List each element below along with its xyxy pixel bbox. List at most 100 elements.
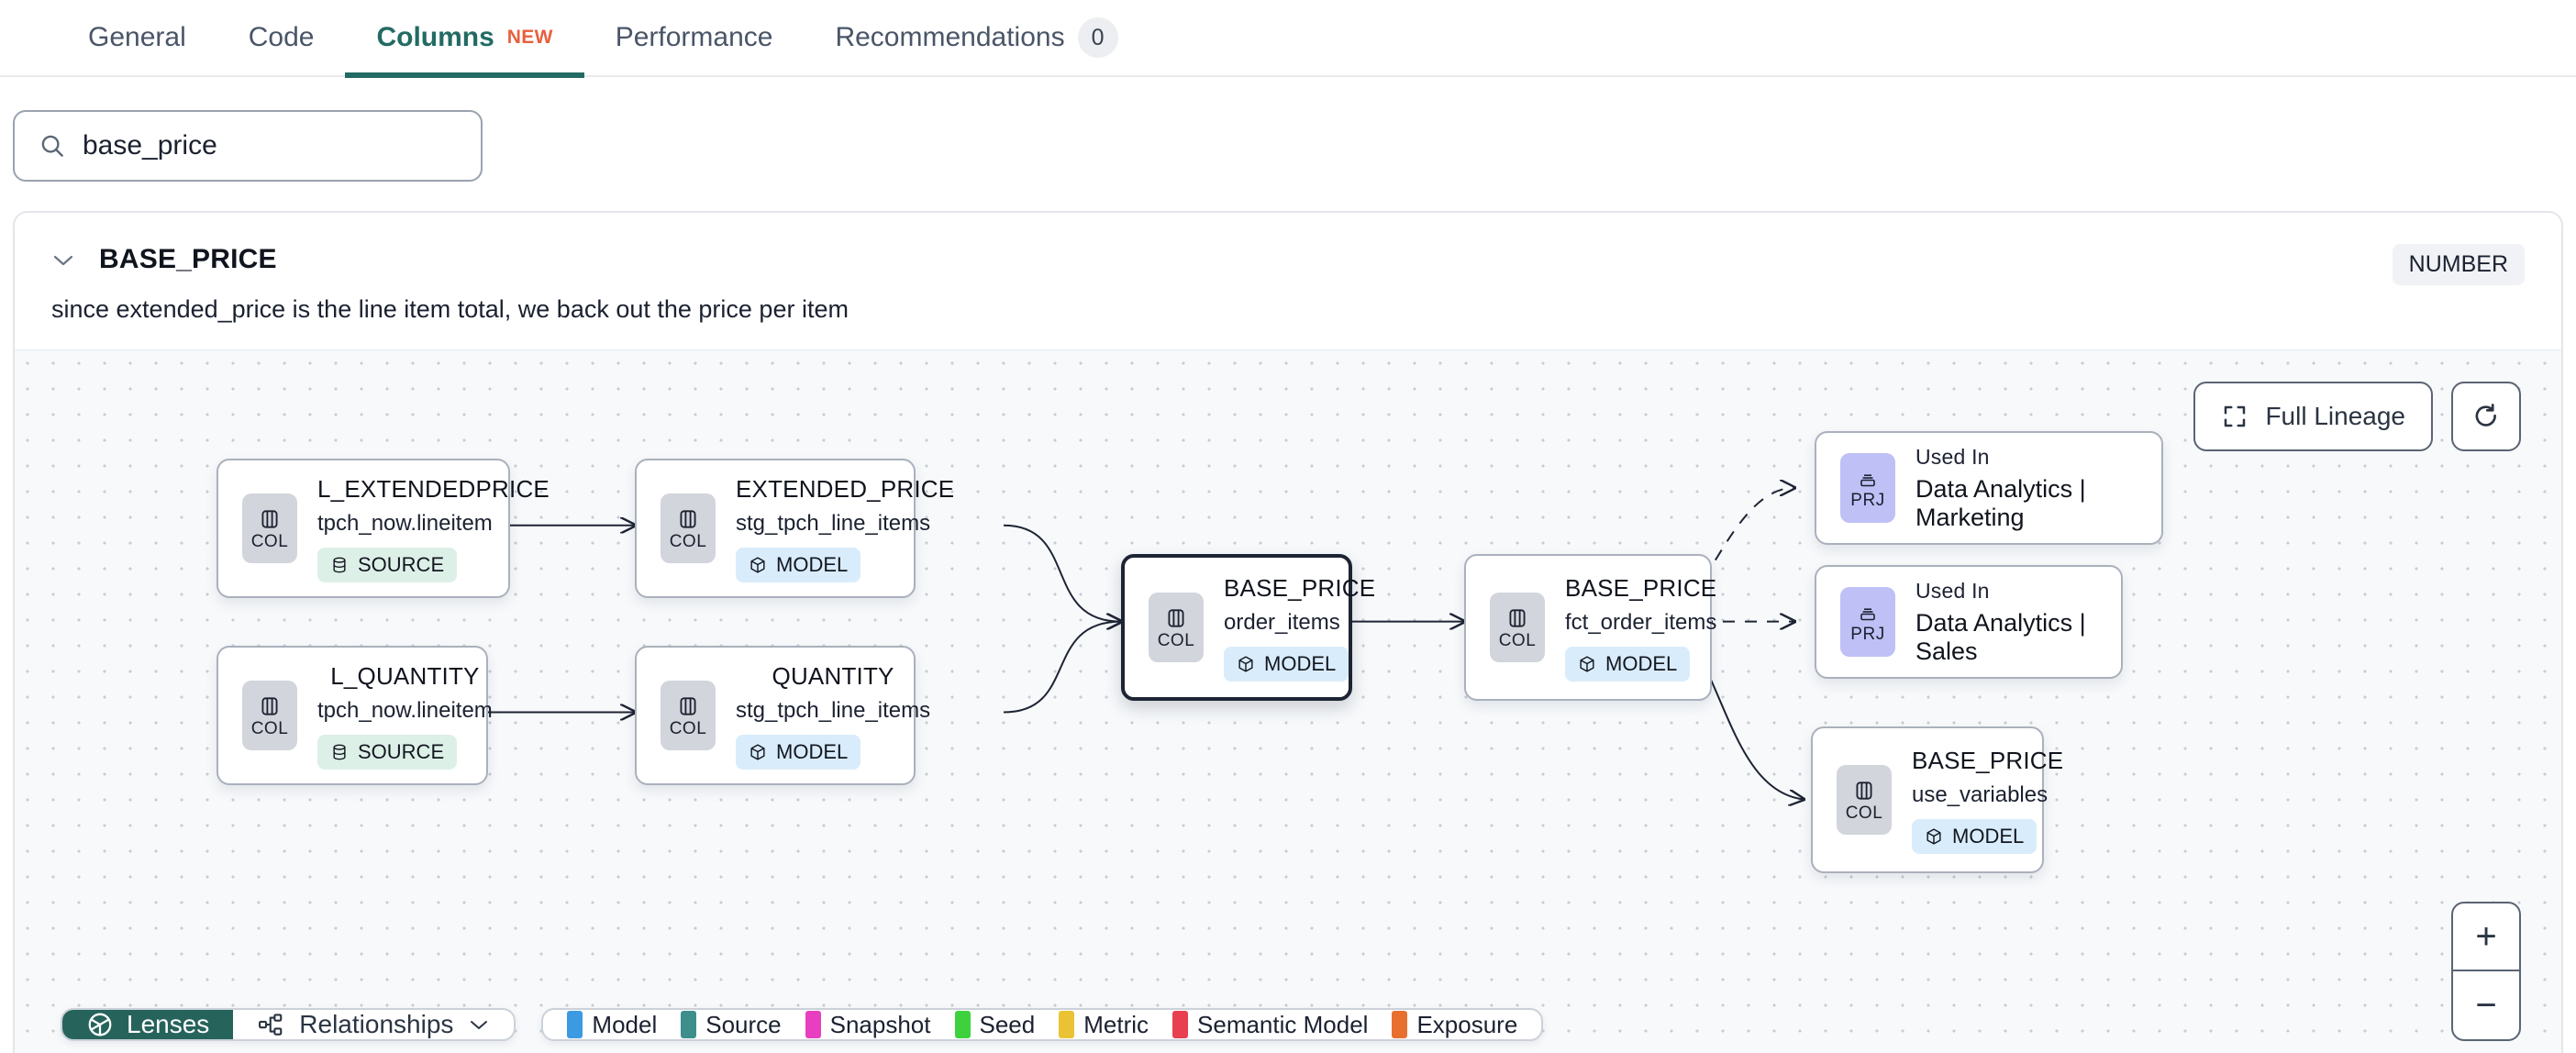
legend-swatch — [1392, 1011, 1408, 1038]
col-badge: COL — [1837, 765, 1892, 835]
lineage-node-l-quantity[interactable]: COL L_QUANTITY tpch_now.lineitem SOURCE — [217, 646, 493, 785]
legend-label: Source — [705, 1010, 782, 1038]
legend-item-exposure: Exposure — [1392, 1011, 1517, 1039]
col-badge: COL — [1490, 593, 1545, 662]
tab-label: Recommendations — [835, 22, 1065, 52]
col-badge: COL — [661, 493, 716, 563]
lineage-node-quantity[interactable]: COL QUANTITY stg_tpch_line_items MODEL — [635, 646, 930, 785]
tab-columns[interactable]: Columns NEW — [345, 0, 584, 78]
lineage-node-base-price-use-variables[interactable]: COL BASE_PRICE use_variables MODEL — [1811, 726, 2063, 873]
legend-swatch — [954, 1011, 971, 1038]
legend-item-metric: Metric — [1059, 1011, 1149, 1039]
node-title: Used In — [1915, 444, 1990, 469]
legend-item-seed: Seed — [954, 1010, 1036, 1039]
chevron-down-icon[interactable] — [51, 248, 75, 272]
legend-label: Snapshot — [829, 1010, 931, 1038]
prj-badge-label: PRJ — [1850, 490, 1885, 510]
cube-icon — [749, 556, 767, 574]
canvas-bottom-bar: Lenses Relationships — [61, 1008, 1544, 1041]
column-type-badge: NUMBER — [2392, 244, 2525, 285]
node-pill-label: MODEL — [776, 552, 849, 576]
page-title: BASE_PRICE — [99, 244, 277, 274]
zoom-controls: + − — [2451, 902, 2521, 1041]
node-title: BASE_PRICE — [1565, 573, 1717, 602]
lineage-node-used-in-marketing[interactable]: PRJ Used In Data Analytics | Marketing — [1815, 431, 2163, 545]
legend-label: Model — [592, 1010, 658, 1038]
refresh-icon — [2471, 402, 2501, 431]
cube-icon — [1925, 827, 1943, 846]
chevron-down-icon — [468, 1018, 490, 1032]
column-icon — [1164, 606, 1188, 630]
database-icon — [330, 743, 349, 761]
node-subtitle: stg_tpch_line_items — [736, 510, 931, 536]
column-icon — [258, 694, 282, 718]
legend-swatch — [567, 1011, 583, 1038]
column-icon — [1505, 606, 1529, 630]
node-pill-model: MODEL — [1565, 646, 1691, 682]
full-lineage-button[interactable]: Full Lineage — [2193, 382, 2433, 451]
node-pill-label: MODEL — [776, 739, 849, 763]
legend-swatch — [1172, 1011, 1189, 1038]
project-icon — [1857, 468, 1879, 490]
col-badge-label: COL — [250, 718, 289, 738]
column-detail-panel: BASE_PRICE NUMBER since extended_price i… — [13, 211, 2563, 1053]
legend-item-model: Model — [567, 1011, 657, 1039]
lineage-node-used-in-sales[interactable]: PRJ Used In Data Analytics | Sales — [1815, 565, 2123, 679]
node-pill-label: SOURCE — [358, 739, 445, 763]
lenses-button[interactable]: Lenses — [62, 1010, 234, 1039]
node-pill-model: MODEL — [1912, 818, 2037, 854]
refresh-button[interactable] — [2451, 382, 2521, 451]
tab-recommendations[interactable]: Recommendations 0 — [804, 0, 1149, 76]
col-badge-label: COL — [669, 718, 707, 738]
node-title: L_QUANTITY — [330, 661, 480, 690]
zoom-out-button[interactable]: − — [2475, 984, 2497, 1025]
tab-performance[interactable]: Performance — [584, 0, 805, 76]
legend-label: Semantic Model — [1197, 1010, 1369, 1038]
column-icon — [258, 507, 282, 531]
recommendations-count-badge: 0 — [1077, 17, 1118, 58]
node-subtitle: order_items — [1224, 609, 1340, 635]
node-pill-label: MODEL — [1264, 651, 1337, 675]
column-icon — [676, 694, 700, 718]
lineage-node-base-price-order-items[interactable]: COL BASE_PRICE order_items MODEL — [1121, 554, 1375, 701]
node-pill-source: SOURCE — [317, 547, 458, 582]
legend-label: Seed — [979, 1010, 1036, 1038]
project-icon — [1857, 602, 1879, 624]
zoom-in-button[interactable]: + — [2453, 903, 2519, 971]
tab-general[interactable]: General — [57, 0, 217, 76]
column-icon — [1852, 779, 1876, 803]
prj-badge: PRJ — [1840, 453, 1895, 523]
prj-badge-label: PRJ — [1850, 624, 1885, 644]
relationships-label: Relationships — [299, 1010, 454, 1038]
expand-icon — [2221, 403, 2248, 430]
tab-label: Code — [248, 22, 315, 52]
node-subtitle: Data Analytics | Sales — [1915, 608, 2086, 665]
node-subtitle: use_variables — [1912, 781, 2049, 807]
legend-label: Metric — [1083, 1010, 1149, 1038]
node-subtitle: tpch_now.lineitem — [317, 697, 493, 723]
col-badge-label: COL — [669, 531, 707, 551]
lineage-node-l-extendedprice[interactable]: COL L_EXTENDEDPRICE tpch_now.lineitem SO… — [217, 459, 550, 598]
node-pill-model: MODEL — [1224, 646, 1349, 682]
node-title: QUANTITY — [772, 661, 894, 690]
node-subtitle: fct_order_items — [1565, 609, 1717, 635]
lineage-node-base-price-fct-order-items[interactable]: COL BASE_PRICE fct_order_items MODEL — [1464, 554, 1716, 701]
lineage-node-extended-price[interactable]: COL EXTENDED_PRICE stg_tpch_line_items M… — [635, 459, 954, 598]
col-badge-label: COL — [1498, 630, 1537, 650]
legend-label: Exposure — [1416, 1010, 1518, 1038]
node-subtitle: stg_tpch_line_items — [736, 697, 931, 723]
node-pill-model: MODEL — [736, 547, 861, 582]
search-input[interactable]: base_price — [13, 110, 483, 182]
column-icon — [676, 507, 700, 531]
col-badge: COL — [242, 493, 297, 563]
prj-badge: PRJ — [1840, 587, 1895, 657]
legend-item-semantic-model: Semantic Model — [1172, 1011, 1368, 1039]
legend-swatch — [1059, 1011, 1075, 1038]
lineage-canvas[interactable]: COL L_EXTENDEDPRICE tpch_now.lineitem SO… — [15, 349, 2561, 1053]
tab-code[interactable]: Code — [217, 0, 346, 76]
relationships-dropdown[interactable]: Relationships — [233, 1010, 514, 1039]
canvas-top-controls: Full Lineage — [2193, 382, 2521, 451]
tab-label: General — [88, 22, 186, 52]
legend-item-snapshot: Snapshot — [805, 1011, 931, 1039]
column-description: since extended_price is the line item to… — [51, 295, 849, 323]
